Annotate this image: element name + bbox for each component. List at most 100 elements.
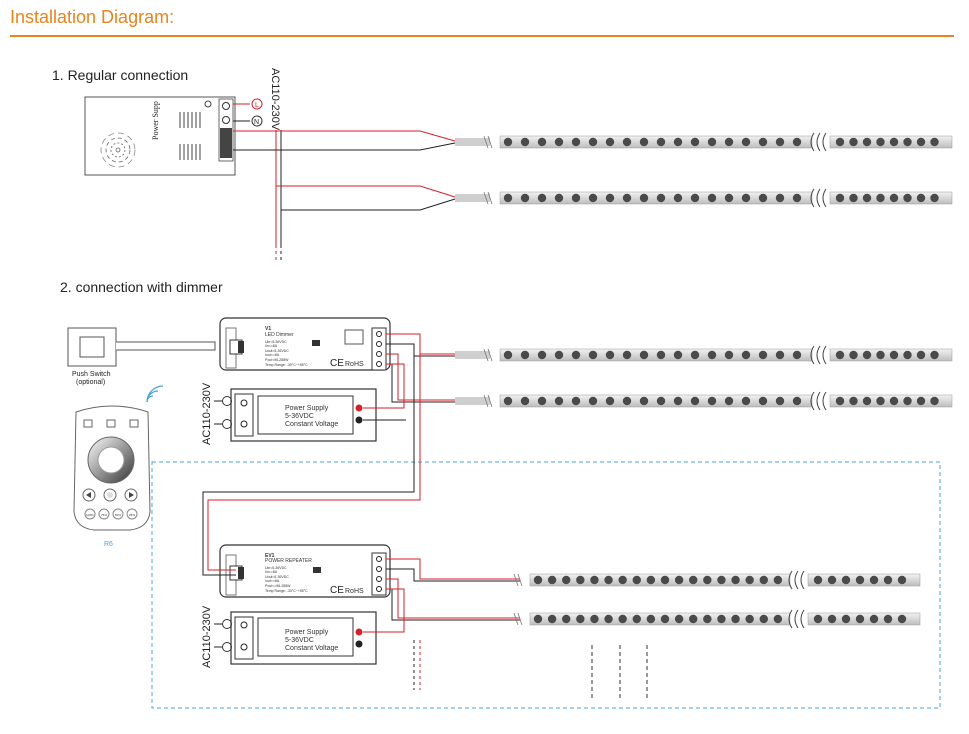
led-dot [849, 193, 858, 203]
led-dot [835, 350, 845, 360]
led-dot [554, 193, 564, 203]
led-dot [717, 575, 726, 585]
led-dot [813, 575, 823, 585]
remote-r6[interactable]: 100% 75% 50% 25% [73, 405, 151, 531]
led-dot [930, 137, 939, 147]
led-dot [533, 575, 543, 585]
led-dot [547, 575, 557, 585]
repeater-spec: Temp Range: -30°C~+55°C [265, 589, 308, 593]
led-strip [513, 570, 921, 590]
led-dot [759, 614, 768, 624]
led-strips [455, 132, 953, 629]
led-dot [656, 350, 666, 360]
led-dot [741, 193, 751, 203]
led-dot [690, 137, 700, 147]
led-dot [520, 396, 530, 406]
repeater-rohs: RoHS [345, 588, 364, 595]
dimmer-spec: Pout<96-288W [265, 358, 289, 362]
led-dot [588, 396, 598, 406]
led-dot [758, 350, 768, 360]
ac-voltage-label-1: AC110-230V [269, 68, 281, 131]
led-dot [590, 575, 599, 585]
led-dot [889, 193, 899, 203]
led-dot [656, 137, 666, 147]
dimmer-spec: Uin=5-36VDC [265, 340, 287, 344]
led-dot [855, 614, 865, 624]
led-dot [775, 193, 785, 203]
led-dot [533, 614, 543, 624]
led-strip [455, 391, 953, 411]
led-dot [758, 193, 768, 203]
repeater-spec: Iin<=8A [265, 570, 278, 574]
repeater-model: EV1 [265, 553, 275, 559]
repeater-name: POWER REPEATER [265, 558, 312, 564]
led-dot [503, 396, 513, 406]
led-dot [689, 575, 698, 585]
led-dot [869, 614, 879, 624]
led-dot [622, 137, 632, 147]
power-repeater-ev1 [219, 544, 391, 598]
led-dot [656, 396, 666, 406]
led-dot [862, 396, 872, 406]
led-dot [646, 614, 656, 624]
terminal-L-label: L [255, 102, 259, 109]
led-dot [639, 350, 649, 360]
led-dot [835, 396, 845, 406]
repeater-spec: Iout<=8A [265, 579, 280, 583]
led-dot [590, 614, 599, 624]
led-dot [571, 350, 581, 360]
led-dot [673, 350, 683, 360]
push-switch[interactable] [67, 327, 216, 367]
led-dot [554, 396, 564, 406]
led-dot [916, 350, 926, 360]
led-dot [775, 137, 785, 147]
led-dot [503, 193, 513, 203]
dimmer-spec: Iin<=8A [265, 344, 278, 348]
led-dot [605, 350, 615, 360]
led-dot [741, 350, 751, 360]
led-dot [547, 614, 557, 624]
led-dot [792, 137, 802, 147]
dimmer-ce: CE [330, 358, 344, 369]
dimmer-spec: Temp Range: -30°C~+55°C [265, 363, 308, 367]
expansion-boundary [151, 461, 941, 709]
led-dot [537, 193, 547, 203]
repeater-spec: Uout=5-36VDC [265, 575, 289, 579]
page-title: Installation Diagram: [10, 7, 175, 27]
btn-50[interactable]: 50% [115, 513, 121, 517]
led-dot [792, 350, 802, 360]
section2-wires [202, 333, 648, 700]
led-dot [605, 396, 615, 406]
btn-25[interactable]: 25% [129, 513, 135, 517]
push-switch-label: Push Switch [72, 371, 111, 378]
led-dot [876, 350, 885, 360]
led-dot [731, 614, 740, 624]
repeater-spec: Uin=5-36VDC [265, 566, 287, 570]
led-dot [703, 614, 712, 624]
led-dot [571, 193, 581, 203]
psu-line3: Constant Voltage [285, 421, 338, 428]
dimmer-spec: Uout=5-36VDC [265, 349, 289, 353]
led-dot [849, 350, 858, 360]
led-dot [674, 614, 684, 624]
led-dot [724, 396, 734, 406]
dimmer-name: LED Dimmer [265, 332, 294, 338]
led-dot [588, 193, 598, 203]
led-dot [759, 575, 768, 585]
led-dot [605, 193, 615, 203]
psu-line2: 5-36VDC [285, 637, 314, 644]
led-dot [792, 193, 802, 203]
btn-100[interactable]: 100% [86, 513, 94, 517]
led-dot [520, 137, 530, 147]
led-dot [622, 396, 632, 406]
led-dot [562, 575, 571, 585]
led-dot [883, 575, 893, 585]
led-dot [554, 350, 564, 360]
led-dot [707, 193, 717, 203]
led-dot [876, 193, 885, 203]
led-dot [707, 137, 717, 147]
led-dot [758, 396, 768, 406]
btn-75[interactable]: 75% [101, 513, 107, 517]
led-dot [673, 137, 683, 147]
